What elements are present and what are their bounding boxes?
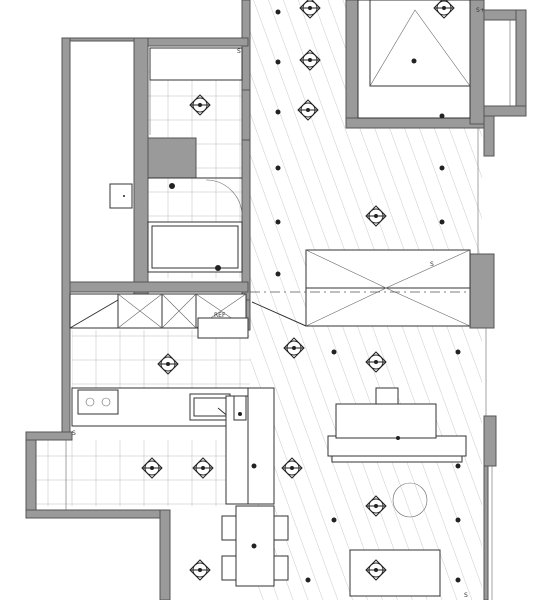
kitchen (71, 387, 275, 505)
bathroom (109, 47, 251, 273)
window-lines (65, 20, 511, 600)
switch-labels: S S+ S S S (72, 7, 485, 599)
switch-label: S (237, 48, 241, 55)
kitchen-island (247, 387, 275, 505)
skylight-box (357, 0, 471, 119)
cooktop (77, 389, 119, 415)
switch-label: S (430, 261, 434, 268)
living-room (221, 249, 471, 597)
balcony-floor-tiles (36, 440, 226, 506)
switch-label: S (72, 430, 76, 437)
kitchen-floor-tiles (72, 330, 250, 390)
bathtub (147, 221, 243, 273)
walls (25, 0, 527, 600)
storage-row: REF (69, 293, 307, 339)
area-tag: S (464, 592, 468, 599)
coffee-table (349, 549, 441, 597)
ceiling-dots (238, 9, 461, 583)
fridge-label: REF (214, 312, 226, 319)
side-table (392, 482, 428, 518)
switch-pair-label: S+ (476, 7, 485, 14)
recessed-light-icon (189, 559, 211, 581)
